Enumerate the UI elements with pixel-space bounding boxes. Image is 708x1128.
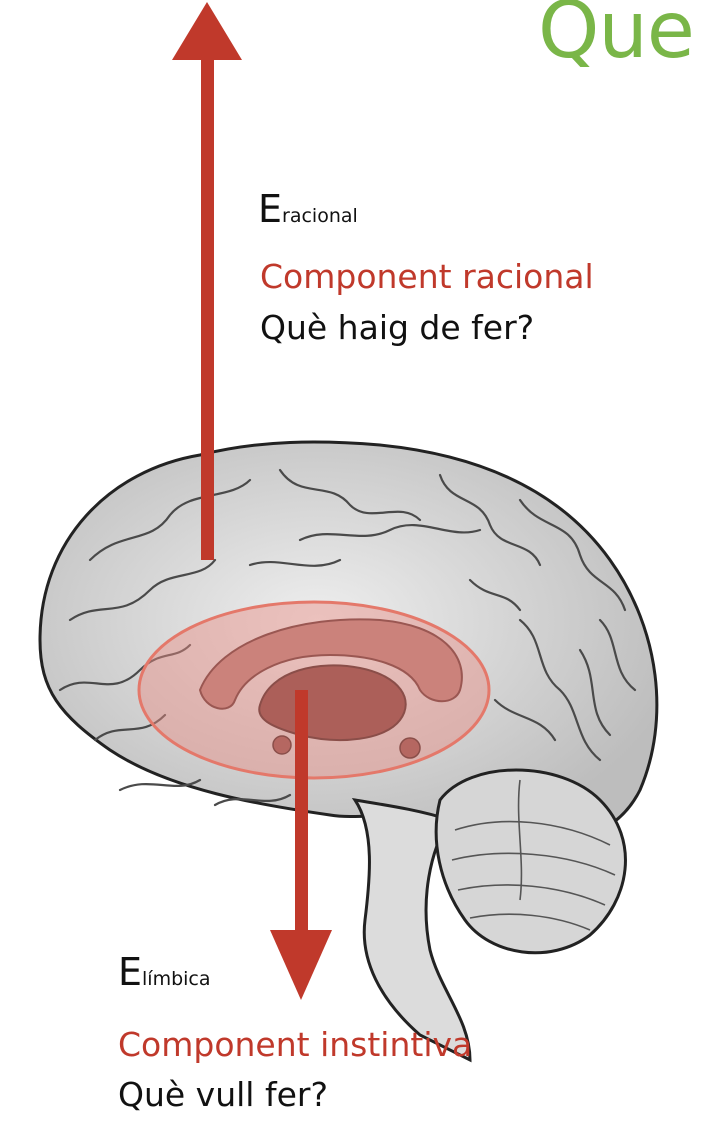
rational-energy-label: Eracional	[258, 190, 358, 228]
limbic-highlight	[137, 600, 491, 780]
limbic-arrow	[270, 690, 332, 1000]
limbic-energy-subscript: límbica	[142, 968, 211, 990]
rational-arrow	[172, 2, 242, 560]
rational-energy-main: E	[258, 187, 283, 231]
limbic-question: Què vull fer?	[118, 1075, 328, 1114]
title: Que	[538, 0, 695, 76]
rational-energy-subscript: racional	[282, 205, 358, 227]
rational-component-label: Component racional	[260, 257, 594, 296]
cerebellum	[434, 768, 627, 955]
pineal-gland	[399, 737, 421, 759]
mammillary-body	[272, 735, 292, 755]
cerebellum-folia	[451, 779, 616, 931]
rational-question: Què haig de fer?	[260, 308, 535, 347]
gyri	[58, 468, 637, 807]
corpus-callosum	[198, 618, 463, 710]
limbic-component-label: Component instintiva	[118, 1025, 473, 1064]
limbic-energy-label: Elímbica	[118, 953, 211, 991]
limbic-energy-main: E	[118, 950, 143, 994]
